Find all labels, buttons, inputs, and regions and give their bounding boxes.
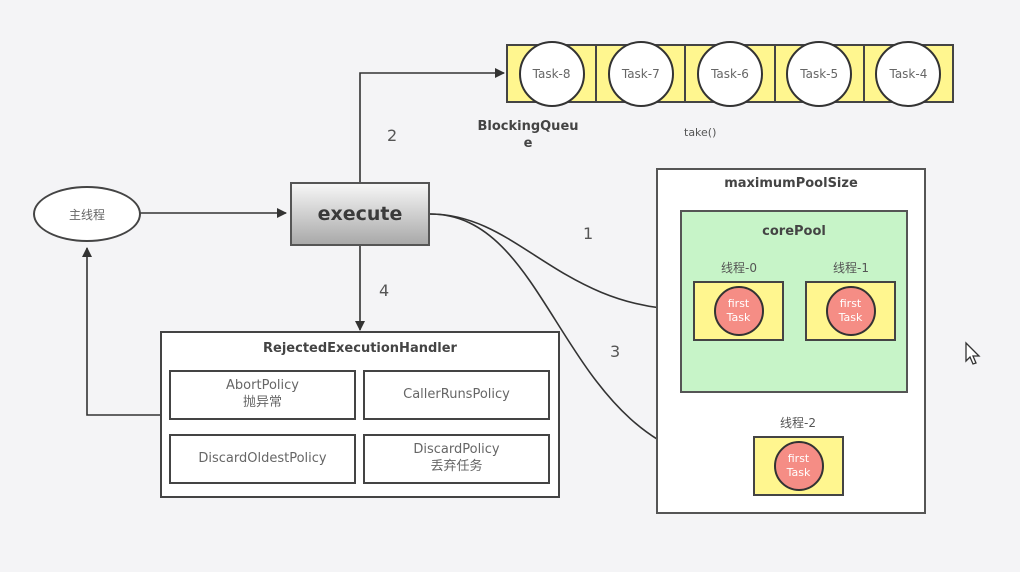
queue-task-label: Task-6 xyxy=(711,66,749,81)
step-3-label: 3 xyxy=(610,342,621,361)
main-thread-node: 主线程 xyxy=(33,186,141,242)
step-2-label: 2 xyxy=(387,126,398,145)
policy-caller-runs: CallerRunsPolicy xyxy=(363,370,550,420)
thread-1: first Task xyxy=(805,281,896,341)
task-line1: first xyxy=(839,297,862,311)
queue-task: Task-7 xyxy=(607,40,674,107)
first-task: first Task xyxy=(773,441,824,491)
queue-title-line2: e xyxy=(523,135,533,151)
queue-title: BlockingQueu e xyxy=(470,119,586,153)
policy-name: DiscardOldestPolicy xyxy=(198,450,327,466)
execute-label: execute xyxy=(317,203,403,225)
policy-abort: AbortPolicy 抛异常 xyxy=(169,370,356,420)
task-line2: Task xyxy=(726,311,751,324)
first-task: first Task xyxy=(713,286,764,336)
thread-1-name: 线程-1 xyxy=(833,261,869,275)
queue-task-label: Task-5 xyxy=(800,66,839,81)
queue-slot: Task-4 xyxy=(865,40,952,107)
task-line2: Task xyxy=(838,311,863,324)
rejected-execution-handler: RejectedExecutionHandler AbortPolicy 抛异常… xyxy=(160,331,560,498)
policy-desc: 丢弃任务 xyxy=(430,459,483,474)
policy-desc: 抛异常 xyxy=(242,395,282,410)
policy-discard-oldest: DiscardOldestPolicy xyxy=(169,434,356,484)
policy-name: DiscardPolicy xyxy=(413,442,500,458)
policy-name: AbortPolicy xyxy=(226,378,299,394)
policy-name: CallerRunsPolicy xyxy=(403,386,510,402)
queue-task: Task-4 xyxy=(875,40,942,107)
step-1-label: 1 xyxy=(583,224,594,243)
thread-0: first Task xyxy=(693,281,784,341)
main-thread-label: 主线程 xyxy=(68,207,105,222)
first-task: first Task xyxy=(825,286,876,336)
take-label: take() xyxy=(684,126,717,139)
mouse-cursor-icon xyxy=(965,341,981,365)
max-pool-title: maximumPoolSize xyxy=(724,176,858,191)
thread-2-name: 线程-2 xyxy=(780,416,816,430)
queue-slot: Task-5 xyxy=(776,40,865,107)
queue-task: Task-6 xyxy=(697,40,763,107)
blocking-queue: Task-8 Task-7 Task-6 Task-5 Task-4 xyxy=(506,40,954,107)
handler-title: RejectedExecutionHandler xyxy=(263,341,457,356)
queue-title-line1: BlockingQueu xyxy=(477,119,579,134)
queue-slot: Task-8 xyxy=(508,40,598,107)
queue-task: Task-5 xyxy=(786,40,853,107)
thread-0-name: 线程-0 xyxy=(721,261,757,275)
execute-node: execute xyxy=(290,182,430,246)
policy-discard: DiscardPolicy 丢弃任务 xyxy=(363,434,550,484)
task-line1: first xyxy=(787,452,810,466)
queue-task-label: Task-7 xyxy=(621,66,660,81)
queue-slot: Task-7 xyxy=(597,40,687,107)
queue-task: Task-8 xyxy=(518,40,585,107)
core-pool-title: corePool xyxy=(762,224,826,239)
step-4-label: 4 xyxy=(379,281,390,300)
task-line1: first xyxy=(727,297,750,311)
arrow-handler-to-main xyxy=(82,247,160,416)
arrow-execute-to-queue xyxy=(359,68,505,182)
queue-task-label: Task-8 xyxy=(532,66,571,81)
arrow-execute-to-thread-0 xyxy=(429,213,693,315)
thread-2: first Task xyxy=(753,436,844,496)
queue-task-label: Task-4 xyxy=(889,66,928,81)
queue-slot: Task-6 xyxy=(686,40,776,107)
task-line2: Task xyxy=(786,466,811,479)
